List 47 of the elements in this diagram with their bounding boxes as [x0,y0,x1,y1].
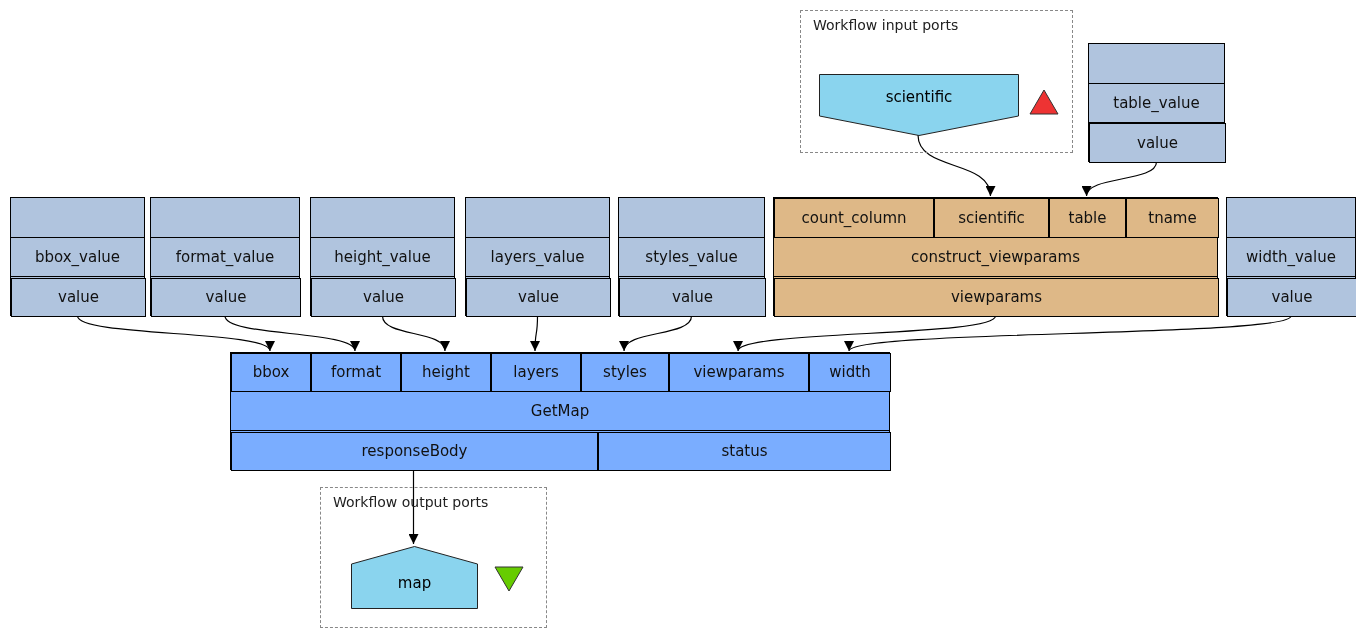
port-cell: value [466,278,611,317]
component-box [465,197,610,316]
component-box [1226,197,1356,316]
port-cell: height [401,353,491,392]
group-title: Workflow input ports [813,16,959,35]
component-box [310,197,455,316]
component-box [773,197,1218,316]
arrow [917,134,994,197]
component-box [618,197,765,316]
component-name: bbox_value [10,237,145,277]
port-cell: responseBody [231,432,598,471]
component-box [230,352,890,470]
port-label: scientific [885,87,953,106]
component-name: width_value [1226,237,1356,277]
port-label: map [397,574,432,593]
port-cell: tname [1126,198,1219,238]
component-name: height_value [310,237,455,277]
arrow [1084,161,1158,197]
arrow [408,469,419,545]
port-cell: value [1227,278,1356,317]
component-box [1088,43,1225,162]
port-cell: styles [581,353,669,392]
port-cell: value [619,278,766,317]
port-cell: bbox [231,353,311,392]
port-group [320,487,547,628]
port-group [800,10,1073,153]
port-cell: layers [491,353,581,392]
port-cell: viewparams [669,353,809,392]
port-cell: value [1089,123,1226,163]
component-box [10,197,145,316]
component-box [150,197,300,316]
arrow [621,315,693,352]
port-cell: scientific [934,198,1049,238]
arrow [530,315,541,352]
port-cell: value [11,278,146,317]
arrow [381,315,448,352]
component-name: format_value [150,237,300,277]
port-cell: count_column [774,198,934,238]
port-cell: status [598,432,891,471]
port-cell: value [151,278,301,317]
port-cell: viewparams [774,278,1219,317]
port-cell: format [311,353,401,392]
port-cell: value [311,278,456,317]
component-name: layers_value [465,237,610,277]
port-cell: table [1049,198,1126,238]
port-cell: width [809,353,891,392]
component-name: styles_value [618,237,765,277]
